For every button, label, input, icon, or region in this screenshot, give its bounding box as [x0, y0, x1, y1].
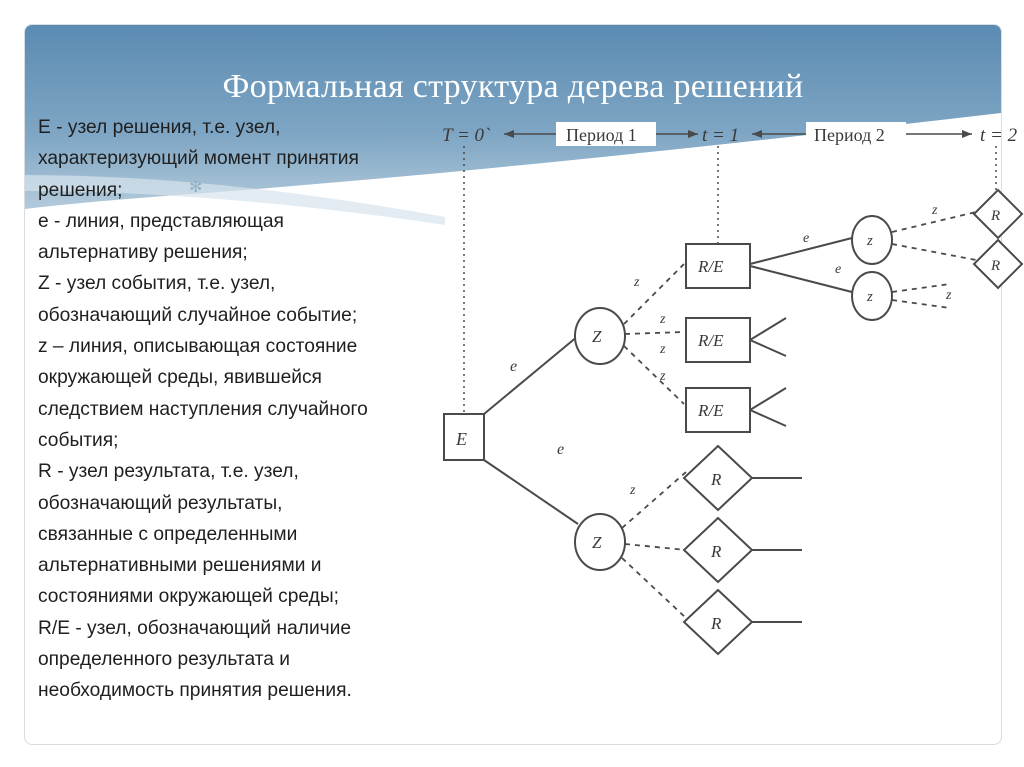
- event-node-z-small-2: [851, 271, 893, 321]
- definition-line: альтернативу решения;: [38, 242, 248, 264]
- node-R-small-2-label: R: [990, 258, 1000, 274]
- result-node-R-1: [682, 444, 754, 512]
- result-decision-node-2: [685, 317, 751, 363]
- result-node-R-small-1: [972, 188, 1024, 240]
- result-node-R-small-2: [972, 238, 1024, 290]
- timeline-t2-label: t = 2: [980, 125, 1018, 146]
- node-RE-2-label: R/E: [697, 331, 724, 350]
- timeline-t1-label: t = 1: [702, 125, 739, 146]
- definition-line: окружающей среды, явившейся: [38, 367, 322, 389]
- result-decision-node-1: [685, 243, 751, 289]
- edge-z-label-2: z: [659, 312, 666, 327]
- edge-z-label-7: z: [629, 483, 636, 498]
- timeline-period1-label: Период 1: [566, 125, 637, 145]
- definition-line: необходимость принятия решения.: [38, 680, 352, 702]
- edge-e-label-1: e: [510, 358, 517, 375]
- decision-node-E: [443, 413, 485, 461]
- definition-line: E - узел решения, т.е. узел,: [38, 117, 281, 138]
- event-node-Z-lower: [574, 513, 626, 571]
- edge-z-label-3: z: [659, 342, 666, 357]
- definition-line: связанные с определенными: [38, 523, 298, 545]
- definition-line: обозначающий результаты,: [38, 492, 283, 514]
- title-banner: [25, 25, 1001, 225]
- edge-z-label-1: z: [633, 275, 640, 290]
- node-z-small-1-label: z: [866, 233, 873, 249]
- edge-z-label-6: z: [945, 288, 952, 303]
- node-R-small-1-label: R: [990, 208, 1000, 224]
- timeline-t0-label: T = 0`: [442, 125, 491, 146]
- definitions-text: E - узел решения, т.е. узел, характеризую…: [38, 112, 448, 707]
- edge-e-label-3: e: [803, 231, 809, 246]
- node-Z-lower-label: Z: [592, 533, 602, 552]
- node-R-2-label: R: [710, 542, 722, 561]
- edge-z-label-5: z: [931, 203, 938, 218]
- definition-line: состояниями окружающей среды;: [38, 586, 340, 608]
- event-node-z-small-1: [851, 215, 893, 265]
- definition-line: следствием наступления случайного: [38, 398, 368, 420]
- definition-line: Z - узел события, т.е. узел,: [38, 273, 276, 295]
- bullet-asterisk-icon: ✻: [189, 179, 203, 196]
- edge-z-label-4: z: [659, 369, 666, 384]
- timeline-period2-label: Период 2: [814, 125, 885, 145]
- definition-line: обозначающий случайное событие;: [38, 304, 358, 326]
- decision-tree-diagram: T = 0` Период 1 t = 1 Период 2 t = 2 E e: [440, 114, 1024, 660]
- node-RE-1-label: R/E: [697, 257, 724, 276]
- definition-line: e - линия, представляющая: [38, 210, 284, 232]
- definition-line: R/E - узел, обозначающий наличие: [38, 617, 352, 639]
- edge-e-label-2: e: [557, 441, 564, 458]
- result-node-R-3: [682, 588, 754, 656]
- definition-line: определенного результата и: [38, 649, 291, 671]
- node-z-small-2-label: z: [866, 289, 873, 305]
- edge-e-label-4: e: [835, 262, 841, 277]
- result-decision-node-3: [685, 387, 751, 433]
- slide-title: Формальная структура дерева решений: [222, 68, 804, 105]
- definition-line: события;: [38, 429, 119, 451]
- node-E-label: E: [455, 429, 467, 449]
- definition-line: альтернативными решениями и: [38, 555, 322, 577]
- event-node-Z-upper: [574, 307, 626, 365]
- node-RE-3-label: R/E: [697, 401, 724, 420]
- definition-line: решения;: [38, 179, 123, 201]
- node-R-3-label: R: [710, 614, 722, 633]
- result-node-R-2: [682, 516, 754, 584]
- node-Z-upper-label: Z: [592, 327, 602, 346]
- node-R-1-label: R: [710, 470, 722, 489]
- definition-line: характеризующий момент принятия: [38, 148, 359, 170]
- definition-line: z – линия, описывающая состояние: [38, 336, 358, 358]
- definition-line: R - узел результата, т.е. узел,: [38, 461, 299, 483]
